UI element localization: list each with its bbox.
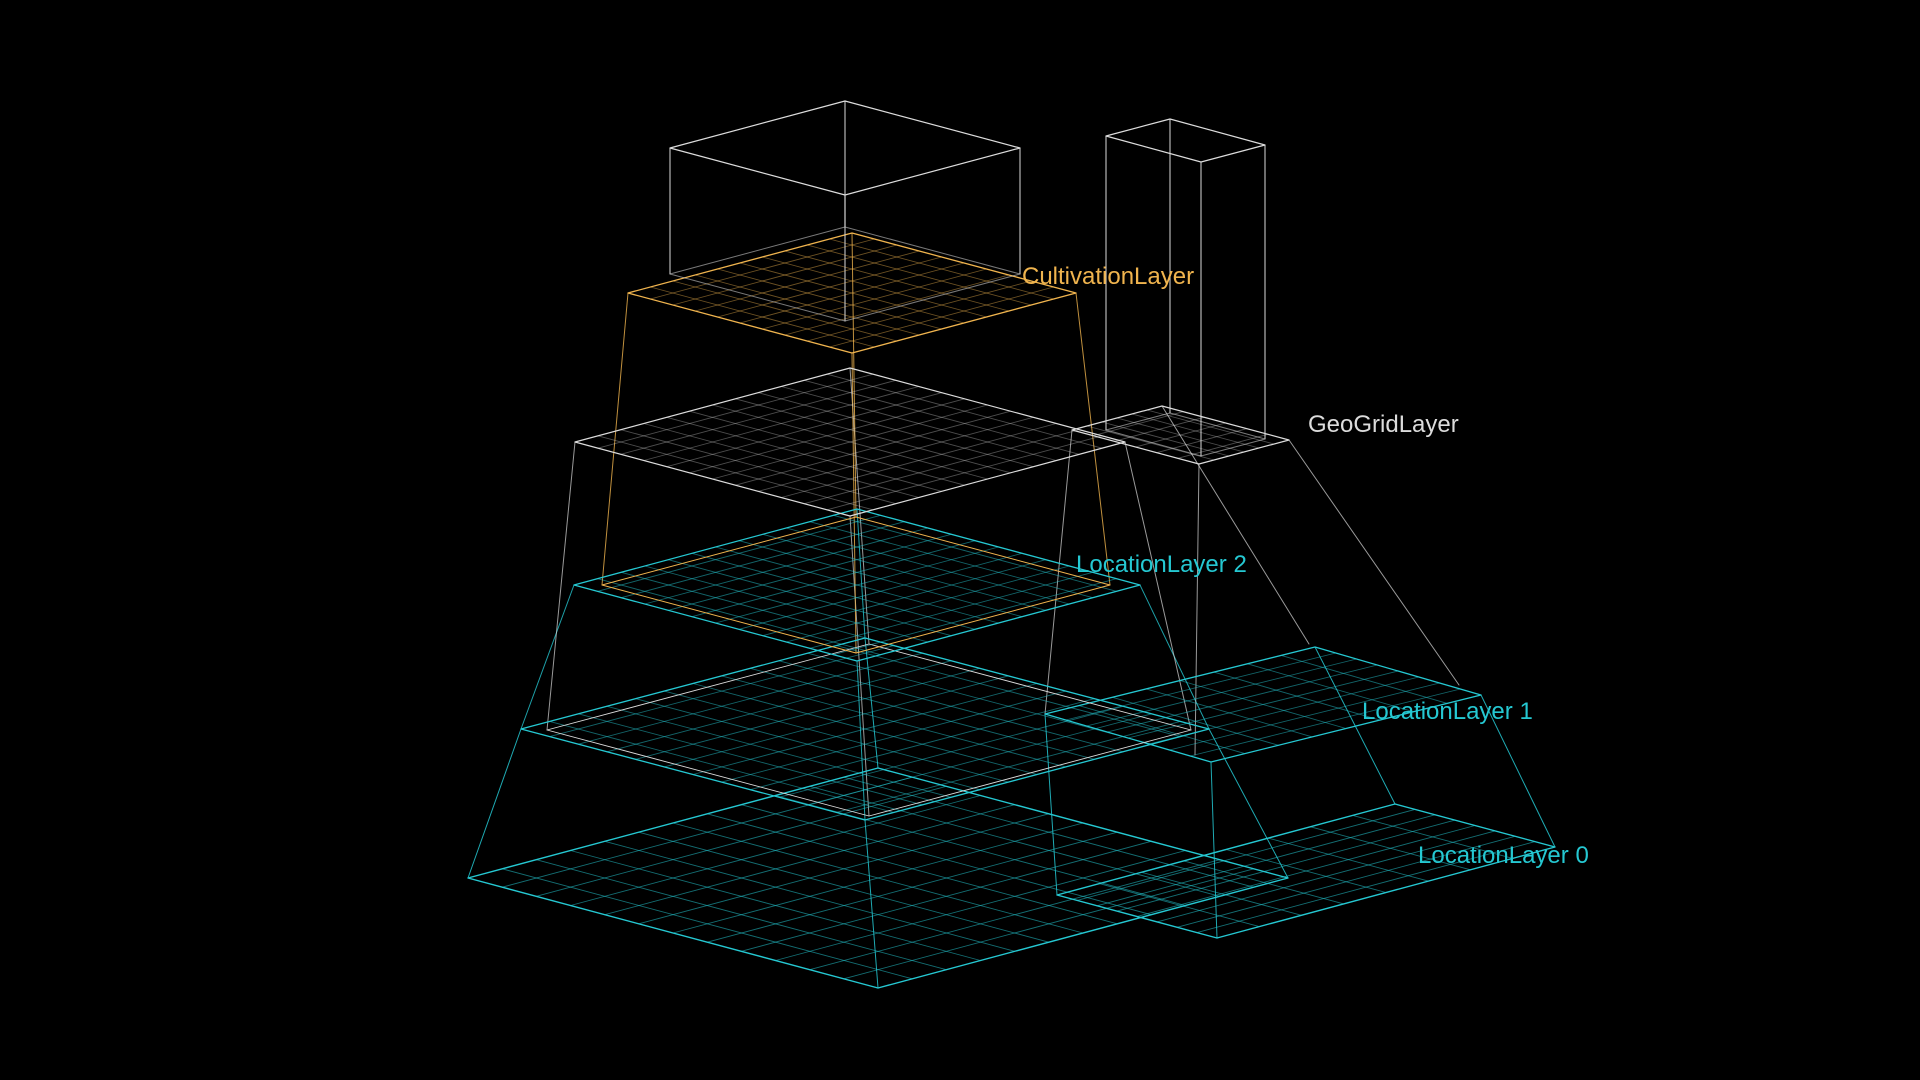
location-layer-0-label: LocationLayer 0 [1418,842,1589,869]
geogrid-layer-grid-main [574,367,1126,517]
geogrid-layer-label: GeoGridLayer [1308,411,1459,438]
geogrid-box [1105,118,1266,457]
location-layer-0-grid-side [1056,803,1556,939]
location-layer-1-label: LocationLayer 1 [1362,698,1533,725]
cultivation-layer-label: CultivationLayer [1022,263,1195,290]
location-layer-2-label: LocationLayer 2 [1076,551,1247,578]
geogrid-layer-grid-side [1071,405,1290,465]
location-layer-1-grid-side [1044,646,1482,763]
location-layer-0-to-1-connectors-a [467,637,1289,989]
location-layer-1-grid-main [520,637,1210,821]
location-layer-2-grid [573,508,1141,662]
geogrid-lower-outline [546,643,1192,817]
location-layer-0-to-1-connectors-b [1044,646,1556,939]
cultivation-lower-outline [601,516,1111,654]
geogrid-secondary-connectors [1044,405,1460,756]
cultivation-connectors [601,232,1111,654]
cultivation-layer-grid [627,232,1077,354]
cultivation-box [669,100,1021,322]
